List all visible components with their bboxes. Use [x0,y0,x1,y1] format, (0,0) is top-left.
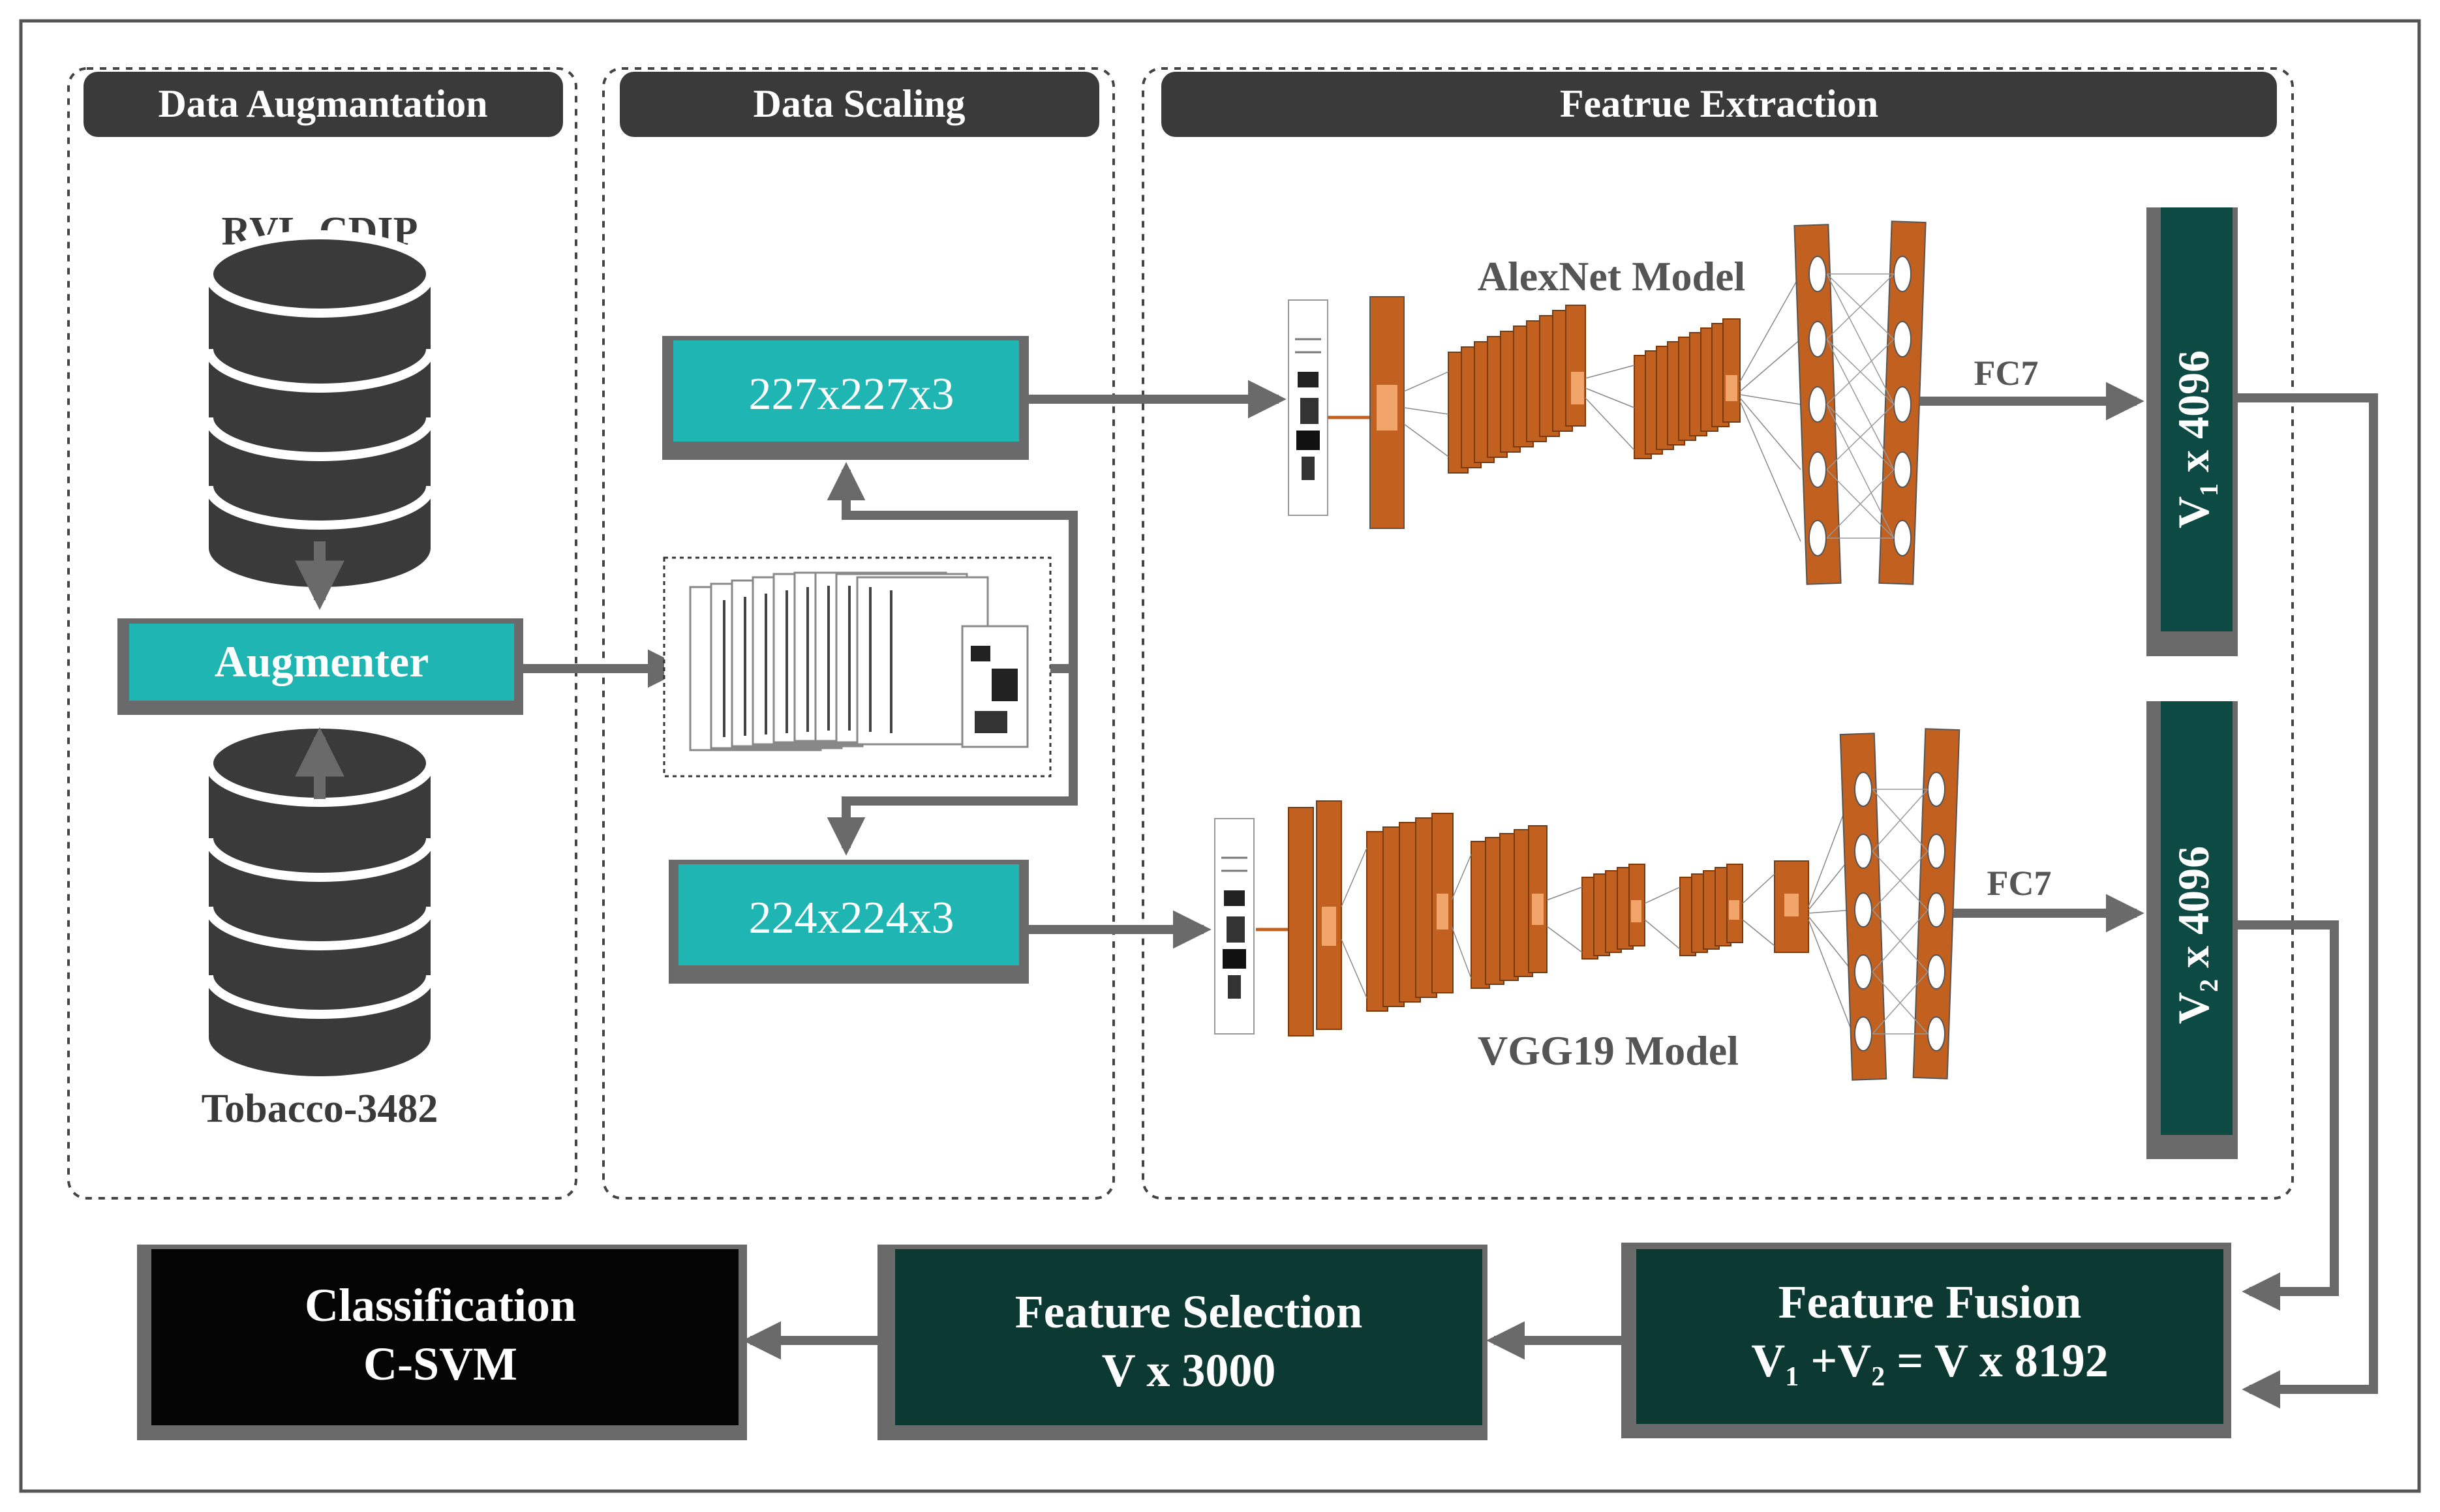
vector-v1-label: V1 x 4096 [2169,350,2223,528]
scale-224-label: 224x224x3 [749,893,954,943]
extraction-header: Featrue Extraction [1161,72,2277,137]
classification-method: C-SVM [363,1338,517,1390]
extraction-panel [1142,67,2294,1200]
fc7-bottom-label: FC7 [1987,864,2052,903]
scaling-panel [602,67,1115,1200]
vector-v2-label: V2 x 4096 [2169,846,2223,1024]
vgg-input-doc [1213,817,1255,1035]
feature-fusion-equation: V1 +V2 = V x 8192 [1751,1335,2108,1392]
augmenter-label: Augmenter [215,637,429,686]
vector-v2: V2 x 4096 [2146,701,2238,1159]
scaling-header: Data Scaling [620,72,1099,137]
augmentation-panel [67,67,577,1200]
augmentation-header-label: Data Augmantation [158,82,487,125]
vector-v1: V1 x 4096 [2146,207,2238,656]
scale-box-224: 224x224x3 [669,860,1029,984]
fc7-top-label: FC7 [1974,354,2039,393]
feature-fusion-title: Feature Fusion [1778,1276,2082,1328]
feature-fusion-box: Feature Fusion V1 +V2 = V x 8192 [1621,1243,2231,1438]
alexnet-label: AlexNet Model [1478,253,1746,299]
outer-frame [19,19,2421,1493]
scale-227-label: 227x227x3 [749,369,954,419]
alexnet-input-doc [1287,299,1329,517]
augmenter-box: Augmenter [117,618,523,715]
classification-box: Classification C-SVM [137,1245,747,1440]
vgg19-network [1213,728,1960,1081]
scale-box-227: 227x227x3 [662,336,1029,460]
scaling-header-label: Data Scaling [753,82,965,125]
arrow-images-to-224 [827,664,1078,856]
arrow-v1-to-fusion [2238,393,2378,1409]
augmentation-header: Data Augmantation [84,72,563,137]
database-icon-top [209,235,431,587]
classification-title: Classification [305,1279,576,1331]
augmented-images [663,556,1052,778]
feature-selection-box: Feature Selection V x 3000 [877,1245,1487,1440]
extraction-header-label: Featrue Extraction [1560,82,1878,125]
alexnet-network [1287,220,1927,585]
vgg19-label: VGG19 Model [1478,1027,1739,1074]
feature-selection-value: V x 3000 [1102,1344,1276,1397]
arrow-v2-to-fusion [2238,920,2339,1311]
dataset-bottom-label: Tobacco-3482 [202,1087,438,1131]
feature-selection-title: Feature Selection [1015,1286,1363,1338]
